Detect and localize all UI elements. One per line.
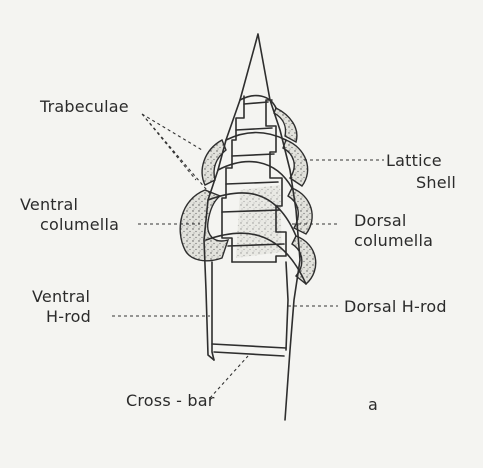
- label-dorsal-columella-line1: Dorsal: [354, 212, 406, 230]
- label-ventral-columella-line1: Ventral: [20, 196, 78, 214]
- dorsal-shell-chamber-4: [292, 236, 316, 284]
- label-ventral-columella-line2: columella: [40, 216, 119, 234]
- dorsal-h-rod: [286, 262, 288, 350]
- label-shell: Shell: [416, 174, 456, 192]
- ventral-shell-chamber-upper: [202, 140, 226, 185]
- leader-cross-bar: [210, 356, 248, 398]
- label-cross-bar: Cross - bar: [126, 392, 215, 410]
- label-lattice: Lattice: [386, 152, 442, 170]
- label-dorsal-columella-line2: columella: [354, 232, 433, 250]
- ventral-h-rod: [212, 262, 214, 360]
- label-ventral-h-rod-line2: H-rod: [46, 308, 91, 326]
- label-trabeculae: Trabeculae: [40, 98, 129, 116]
- leader-trabeculae: [142, 114, 212, 196]
- cross-bar: [212, 344, 286, 356]
- label-ventral-h-rod-line1: Ventral: [32, 288, 90, 306]
- panel-letter: a: [368, 396, 378, 414]
- label-dorsal-h-rod: Dorsal H-rod: [344, 298, 447, 316]
